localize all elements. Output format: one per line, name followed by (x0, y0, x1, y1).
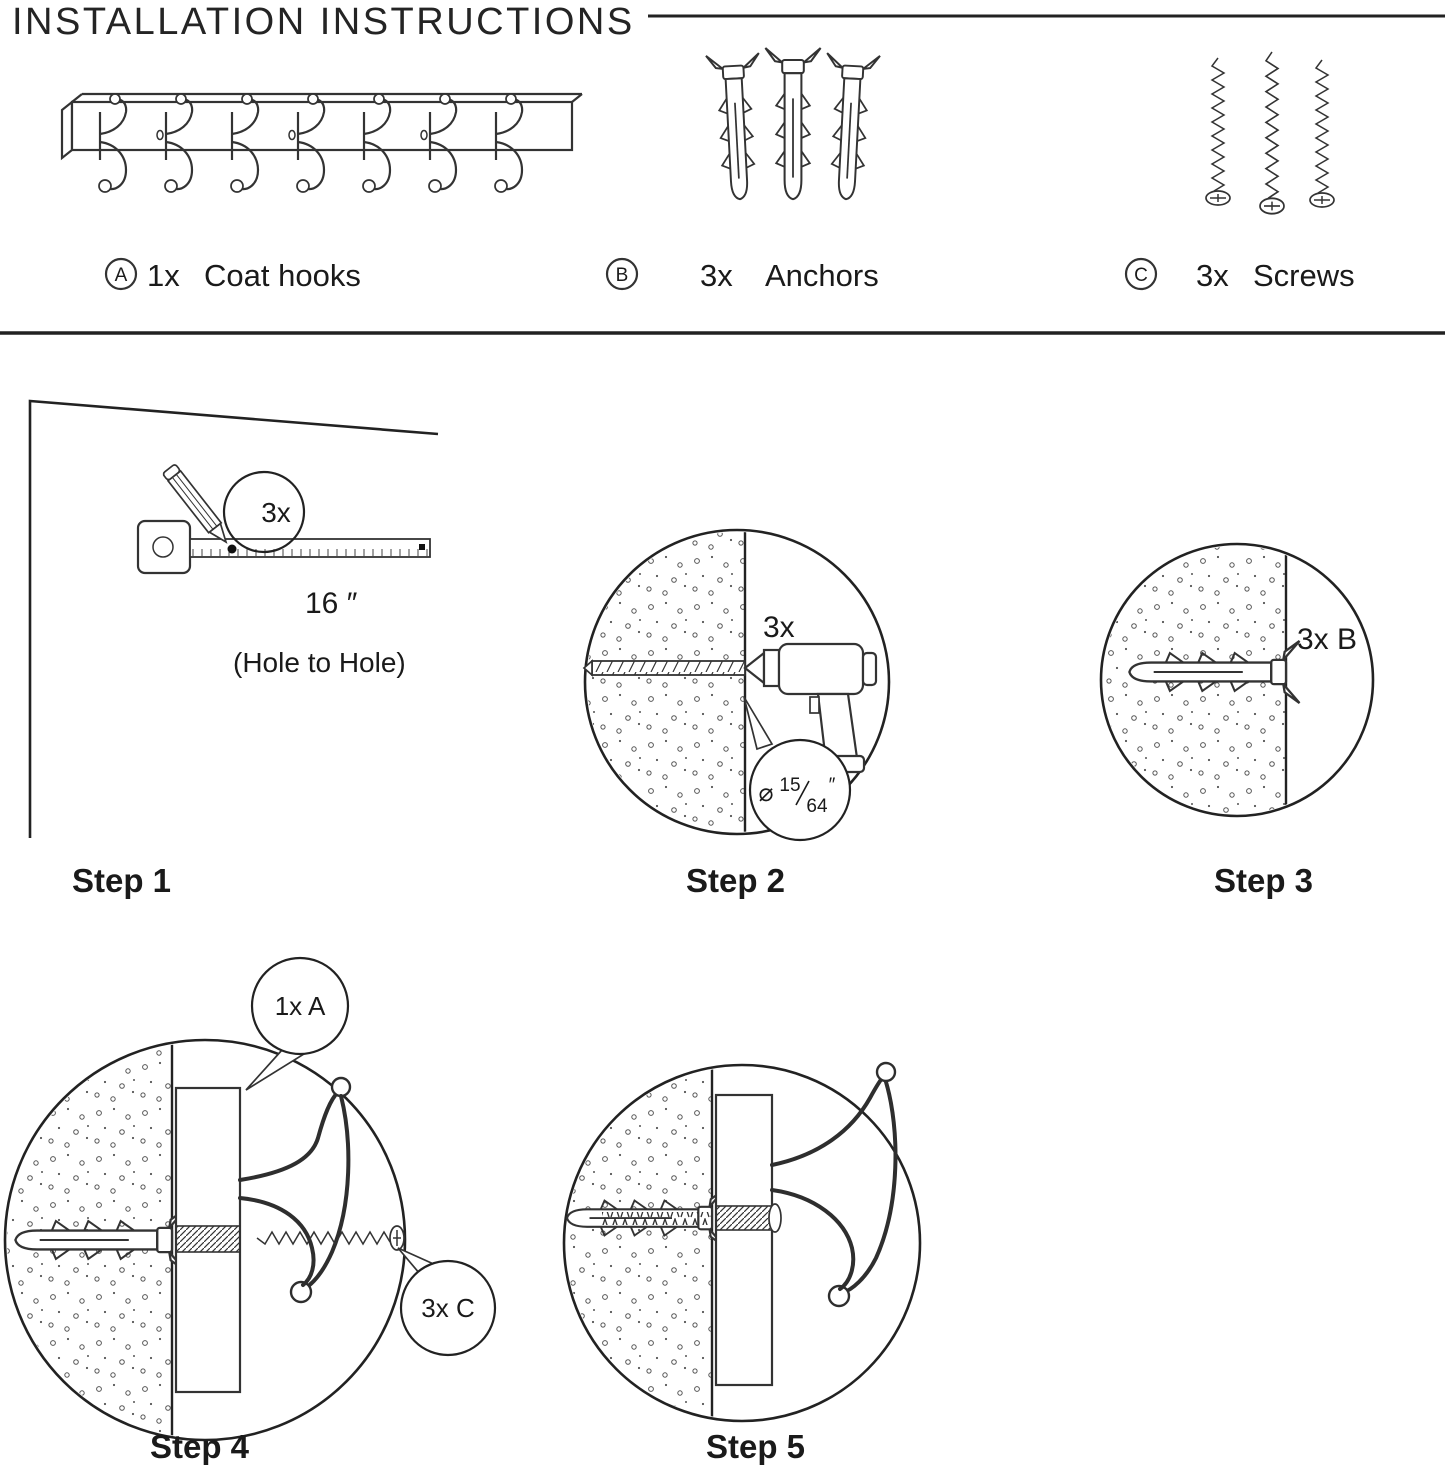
part-a-qty: 1x (147, 258, 180, 293)
step3-callout: 3x B (1297, 623, 1357, 656)
badge-c-circle (1124, 257, 1158, 291)
step1-callout: 3x (261, 497, 291, 528)
drill-bit (582, 659, 746, 677)
balloon-screws: 3x C (397, 1247, 497, 1357)
diameter-balloon: ⌀ 15 64 ″ (743, 696, 852, 842)
step2-callout: 3x (763, 611, 795, 644)
wall-corner-lines (28, 399, 439, 838)
part-a-name: Coat hooks (204, 258, 361, 293)
badge-a: A (115, 265, 128, 286)
balloon-a-text: 1x A (275, 991, 326, 1021)
coat-hook-side-view (238, 1076, 352, 1304)
step3-diagram: 3x B Step 3 (1099, 542, 1375, 899)
fraction-numerator: 15 (779, 775, 800, 796)
step1-label: Step 1 (72, 862, 171, 899)
badge-a-circle (104, 257, 138, 291)
step2-diagram: 3x ⌀ 15 64 ″ Step 2 (582, 528, 891, 899)
step5-label: Step 5 (706, 1428, 805, 1465)
balloon-c-text: 3x C (421, 1293, 474, 1323)
badge-c: C (1134, 265, 1148, 286)
step1-measurement: 16 ″ (305, 587, 358, 620)
part-label-c: C 3x Screws (1124, 257, 1355, 293)
diameter-symbol: ⌀ (758, 779, 773, 807)
part-b-name: Anchors (765, 258, 879, 293)
mark-dot (227, 544, 237, 554)
tape-measure (136, 519, 431, 575)
page-title: INSTALLATION INSTRUCTIONS (12, 1, 635, 43)
step5-diagram: Step 5 (562, 1061, 922, 1465)
coat-hooks-drawing (60, 92, 583, 194)
step4-diagram: 1x A 3x C Step 4 (3, 956, 497, 1465)
screw-horizontal (256, 1225, 405, 1251)
step5-wall (566, 1067, 714, 1419)
badge-b-circle (605, 257, 639, 291)
step2-wall (587, 532, 747, 832)
step1-note: (Hole to Hole) (233, 647, 406, 678)
badge-b: B (616, 265, 629, 286)
anchors-drawing (705, 46, 881, 202)
part-c-qty: 3x (1196, 258, 1229, 293)
part-label-b: B 3x Anchors (605, 257, 879, 293)
coat-hook-side-view-2 (770, 1061, 898, 1308)
step2-label: Step 2 (686, 862, 785, 899)
callout-circle (222, 470, 306, 554)
step5-circle (562, 1063, 922, 1423)
inch-mark: ″ (829, 775, 836, 796)
step4-circle (3, 1038, 407, 1442)
part-c-name: Screws (1253, 258, 1355, 293)
fraction-denominator: 64 (806, 796, 828, 817)
screw-head-seated (768, 1203, 782, 1233)
rail-cross-section-2 (714, 1093, 774, 1387)
step1-diagram: 3x 16 ″ (Hole to Hole) Step 1 (28, 399, 439, 899)
rail-screw-hole-2 (715, 1205, 773, 1231)
part-label-a: A 1x Coat hooks (104, 257, 361, 293)
step4-label: Step 4 (150, 1428, 250, 1465)
step2-circle (583, 528, 891, 836)
balloon-coat-hooks: 1x A (245, 956, 350, 1091)
step3-circle (1099, 542, 1375, 818)
part-b-qty: 3x (700, 258, 733, 293)
step3-label: Step 3 (1214, 862, 1313, 899)
rail-screw-hole (175, 1225, 241, 1253)
screw-threads-in-anchor (602, 1212, 712, 1225)
screws-drawing (1205, 51, 1335, 215)
